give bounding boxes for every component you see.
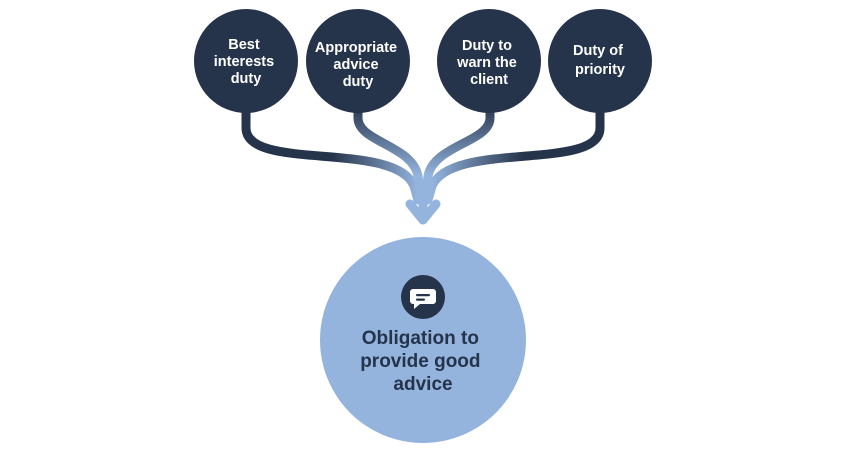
duty-label: Duty of priority	[573, 43, 627, 78]
result-label-line: advice	[393, 374, 452, 395]
connectors	[241, 103, 605, 219]
duty-label-line: client	[470, 72, 508, 88]
duty-label-line: advice	[333, 57, 378, 73]
duty-circle	[437, 9, 541, 113]
duty-label: Duty to warn the client	[456, 38, 521, 88]
arrow-down-icon	[405, 199, 441, 225]
result-label-line: provide good	[360, 351, 480, 372]
duty-circle	[194, 9, 298, 113]
duty-node-best-interests: Best interests duty	[194, 9, 298, 113]
duty-label-line: Duty of	[573, 43, 623, 59]
result-label: Obligation to provide good advice	[360, 328, 486, 395]
result-circle	[320, 237, 526, 443]
connector-best-interests	[241, 103, 423, 205]
connector-warn-client	[420, 103, 495, 205]
duty-node-warn-client: Duty to warn the client	[437, 9, 541, 113]
duty-label-line: Duty to	[462, 38, 512, 54]
duty-label: Appropriate advice duty	[315, 40, 401, 90]
duty-label: Best interests duty	[214, 37, 278, 87]
duty-node-appropriate-advice: Appropriate advice duty	[306, 9, 410, 113]
connector-appropriate-advice	[353, 103, 426, 205]
speech-bubble-icon	[401, 275, 445, 319]
duty-label-line: Appropriate	[315, 40, 397, 56]
duty-label-line: Best	[228, 37, 260, 53]
duty-nodes: Best interests duty Appropriate advice d…	[194, 9, 652, 113]
duty-label-line: duty	[343, 74, 374, 90]
result-label-line: Obligation to	[362, 328, 479, 349]
duty-circle	[548, 9, 652, 113]
duty-label-line: warn the	[456, 55, 517, 71]
duty-label-line: duty	[231, 71, 262, 87]
duty-node-priority: Duty of priority	[548, 9, 652, 113]
duty-label-line: interests	[214, 54, 274, 70]
result-node: Obligation to provide good advice	[320, 237, 526, 443]
connector-priority	[423, 103, 605, 205]
duty-label-line: priority	[575, 62, 625, 78]
duty-circle	[306, 9, 410, 113]
